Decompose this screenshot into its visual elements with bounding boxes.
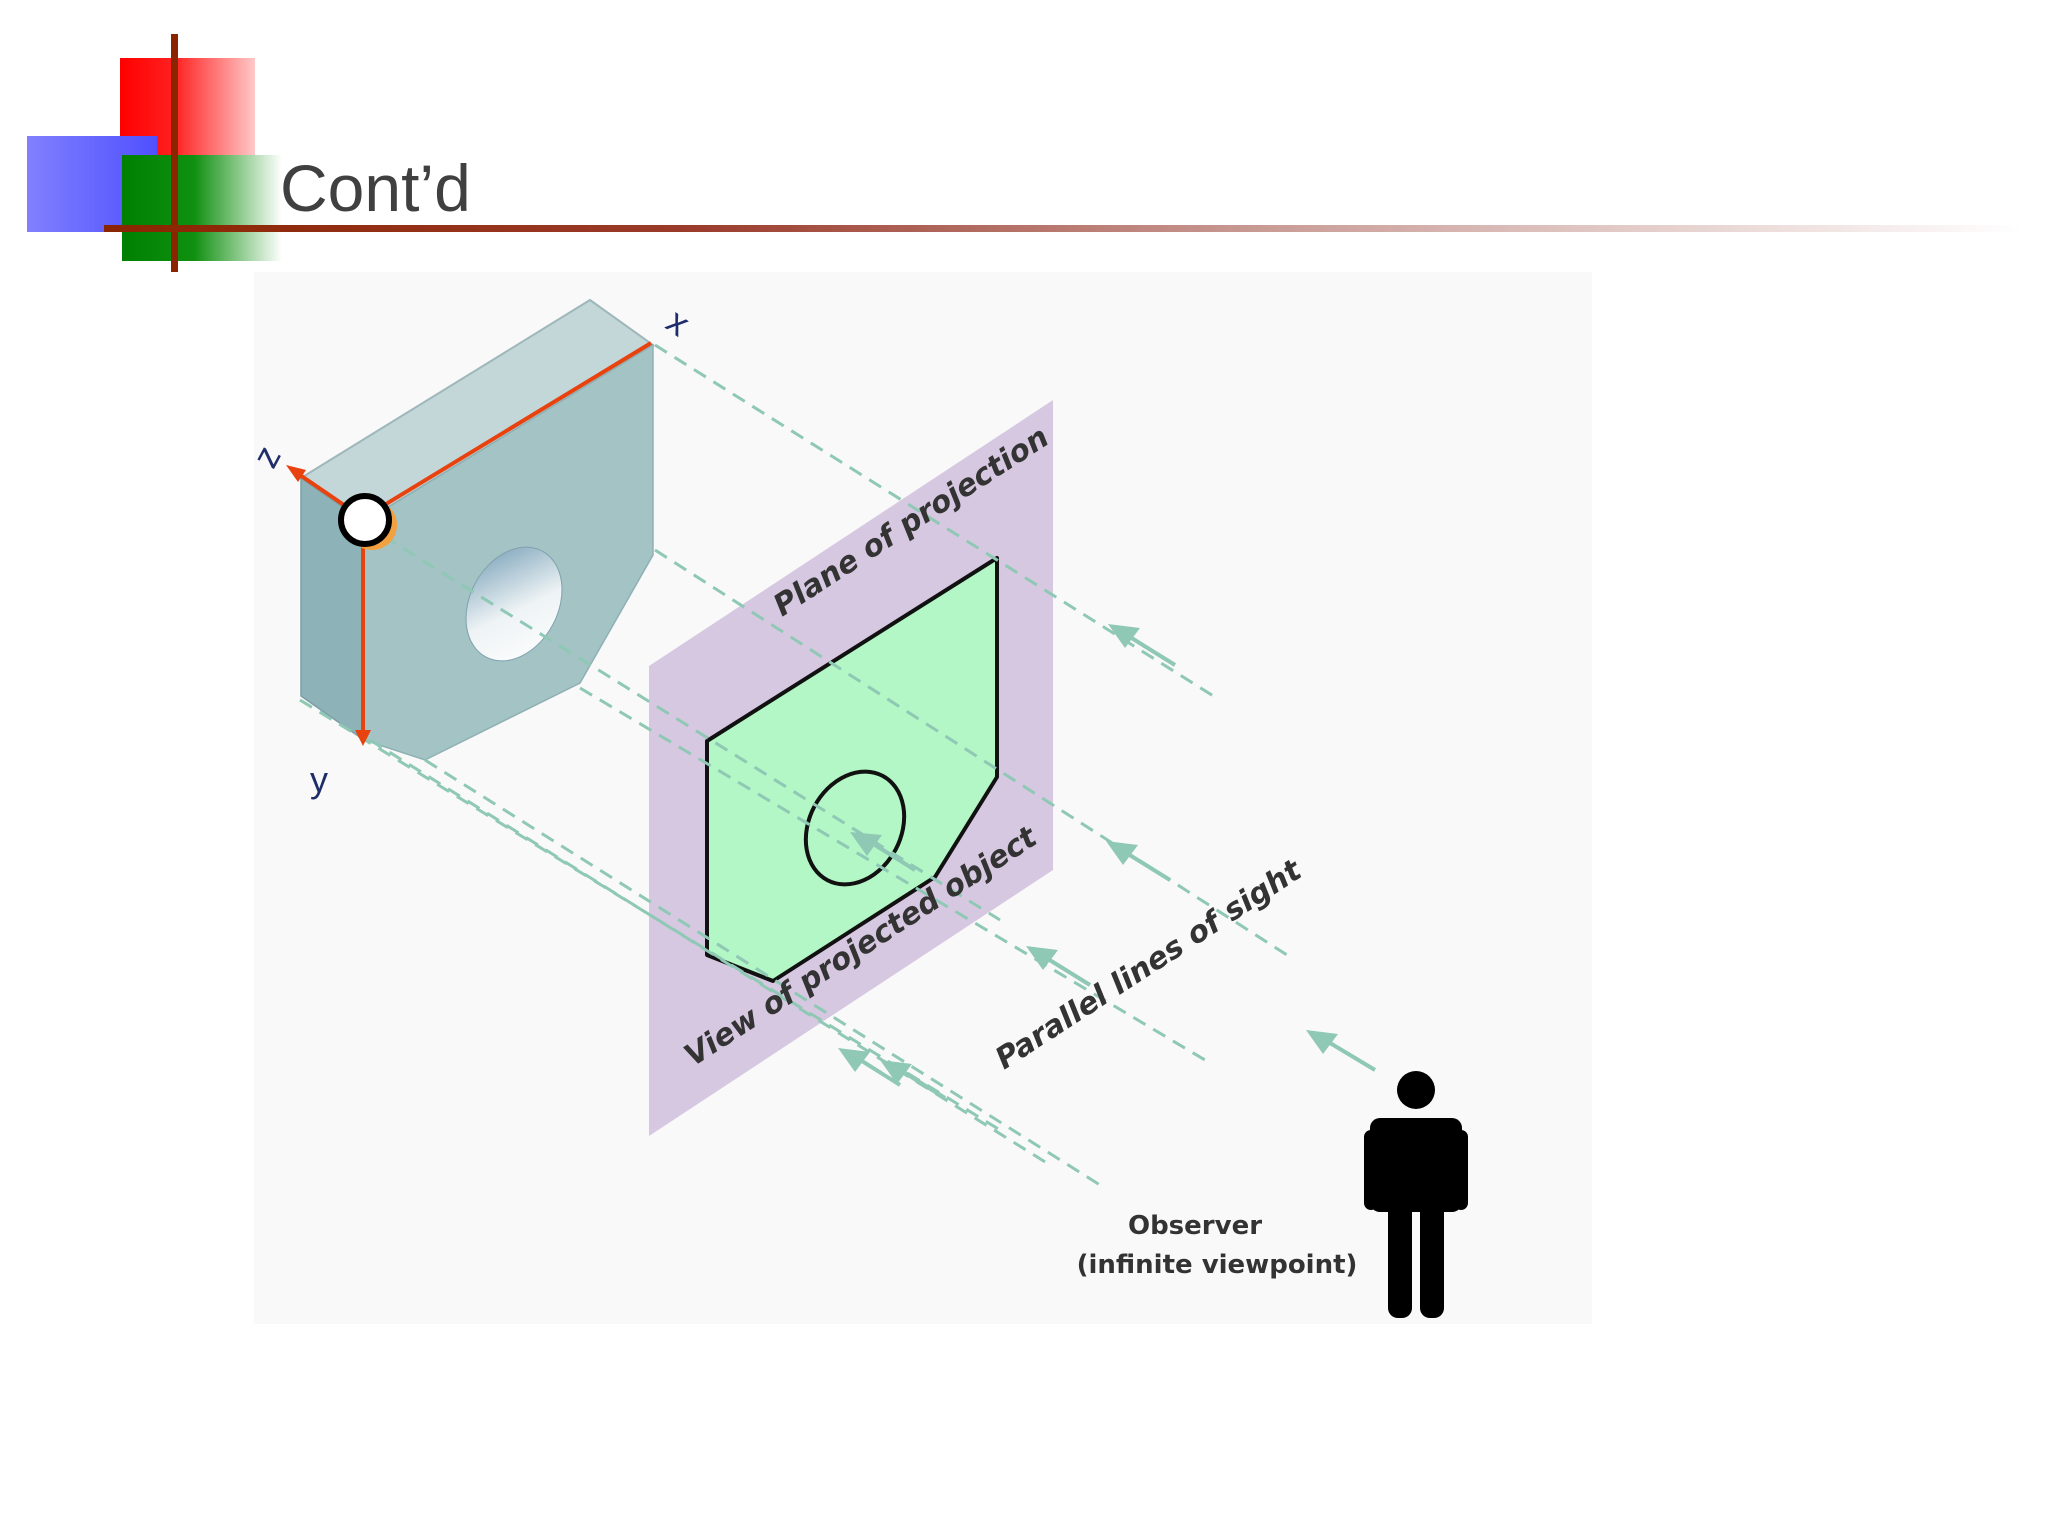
y-axis-arrowhead [355,730,371,746]
sight-arrows [838,624,1377,1100]
z-axis-label: z [244,439,289,474]
observer-figure-icon [1364,1071,1468,1318]
x-axis-line [361,341,653,520]
parallel-lines-of-sight-label: Parallel lines of sight [989,852,1309,1077]
object-hole [465,546,563,662]
observer-label: Observer [1128,1211,1262,1241]
observer-viewpoint-label: (infinite viewpoint) [1077,1250,1358,1280]
x-axis-label: x [659,300,697,344]
title-underline [104,225,2024,232]
y-axis-label: y [310,759,328,800]
origin-marker [338,493,397,550]
header-deco-green-square [122,155,282,261]
header-deco-vertical-line [171,34,178,272]
z-axis-arrowhead [286,465,306,482]
projected-view-shape [705,556,999,983]
slide-title: Cont’d [280,151,471,225]
